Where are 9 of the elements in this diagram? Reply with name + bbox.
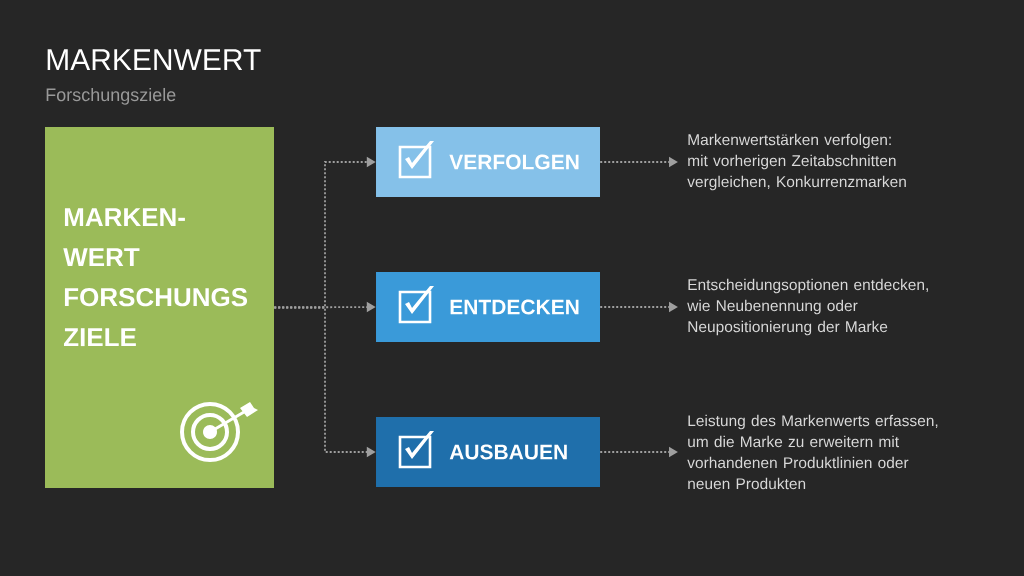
description-text: Leistung des Markenwerts erfassen, um die Marke zu erweitern mit vorhandenen Produktlinien oder neuen Produkten: [687, 414, 938, 490]
subtitle: Forschungsziele: [46, 87, 176, 105]
title: MARKENWERT: [47, 49, 261, 70]
description-text: Markenwertstärken verfolgen: mit vorherigen Zeitabschnitten vergleichen, Konkurrenzmarken: [687, 133, 906, 191]
description-text: Entscheidungsoptionen entdecken, wie Neubenennung oder Neupositionierung der Marke: [687, 278, 928, 336]
step-box: AUSBAUEN: [376, 417, 600, 487]
step-box: ENTDECKEN: [376, 272, 600, 342]
title-panel: MARKEN- WERT FORSCHUNGS ZIELE: [45, 127, 274, 488]
step-box: VERFOLGEN: [376, 127, 600, 197]
